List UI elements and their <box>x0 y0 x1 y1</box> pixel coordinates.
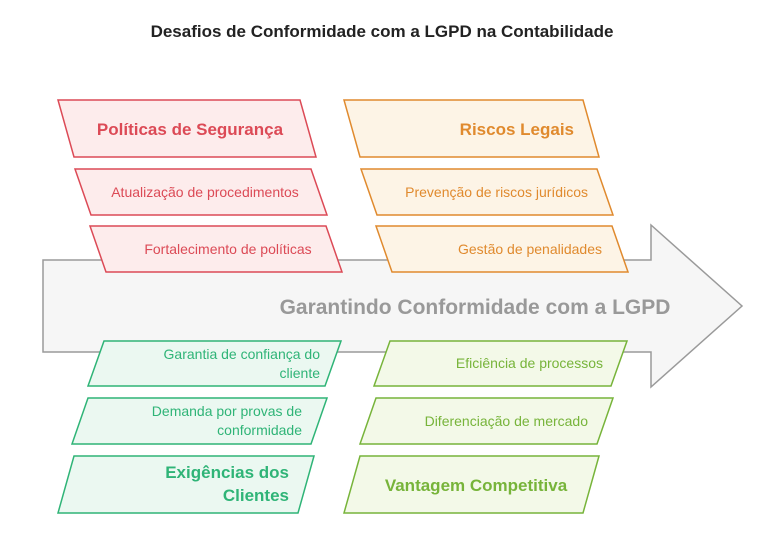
category-heading-wrap: Exigências dos Clientes <box>165 462 289 505</box>
category-heading: Políticas de Segurança <box>97 120 284 139</box>
category-heading: Riscos Legais <box>460 120 574 139</box>
cause-label-line2: conformidade <box>217 422 302 438</box>
category-heading-box <box>343 455 600 514</box>
cause-label-line1: Garantia de confiança do <box>163 345 320 362</box>
cause-label-line2: cliente <box>279 364 320 381</box>
spine-label: Garantindo Conformidade com a LGPD <box>280 296 671 319</box>
cause-text-wrap: Demanda por provas de conformidade <box>151 403 302 438</box>
cause-label-line1: Demanda por provas de <box>151 403 302 420</box>
category-heading-line1: Exigências dos <box>165 462 289 482</box>
cause-box <box>88 225 344 273</box>
cause-box <box>359 168 615 216</box>
cause-box <box>358 397 615 445</box>
cause-box <box>374 225 630 273</box>
category-competitive-advantage: Eficiência de processos Diferenciação de… <box>343 340 629 514</box>
cause-label: Atualização de procedimentos <box>111 184 299 200</box>
category-heading-box <box>57 455 315 514</box>
category-legal-risks: Riscos Legais Prevenção de riscos jurídi… <box>343 99 630 273</box>
cause-label: Prevenção de riscos jurídicos <box>405 184 588 200</box>
cause-label: Fortalecimento de políticas <box>144 241 311 257</box>
category-heading-box <box>343 99 600 158</box>
cause-text-wrap: Garantia de confiança do cliente <box>163 345 320 381</box>
category-heading-box <box>57 99 317 158</box>
cause-box <box>73 168 329 216</box>
category-heading: Vantagem Competitiva <box>385 476 568 495</box>
cause-label: Eficiência de processos <box>456 355 603 371</box>
cause-label: Diferenciação de mercado <box>425 413 589 429</box>
cause-box <box>86 340 343 387</box>
cause-label: Gestão de penalidades <box>458 241 602 257</box>
category-heading-line2: Clientes <box>222 485 289 505</box>
category-client-demands: Garantia de confiança do cliente Demanda… <box>57 340 343 514</box>
category-security-policies: Políticas de Segurança Atualização de pr… <box>57 99 344 273</box>
diagram-title: Desafios de Conformidade com a LGPD na C… <box>151 22 614 41</box>
cause-box <box>70 397 329 445</box>
cause-box <box>372 340 629 387</box>
